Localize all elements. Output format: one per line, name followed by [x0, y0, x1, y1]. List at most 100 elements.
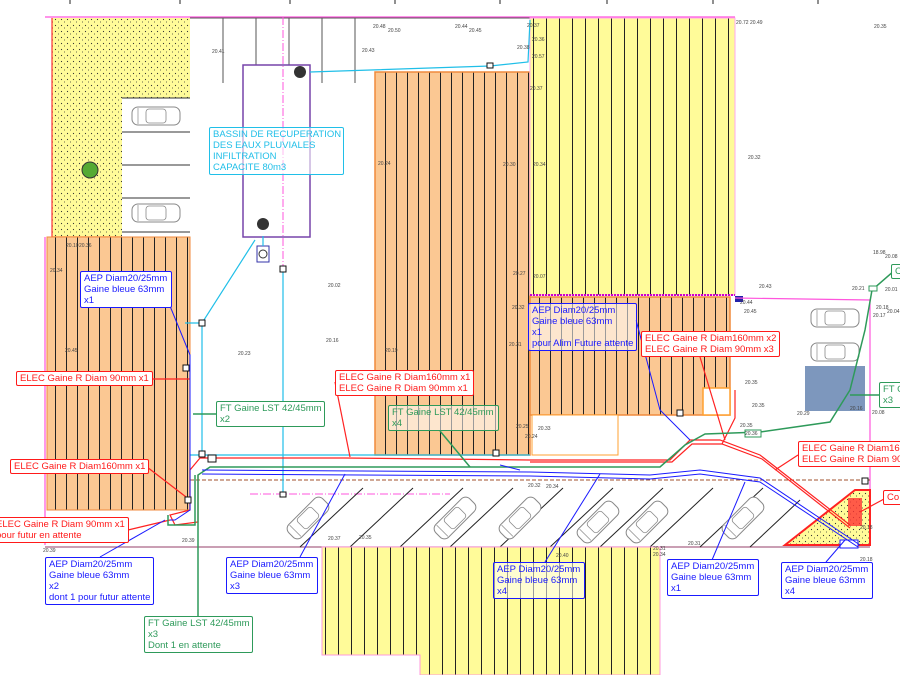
svg-text:20.31: 20.31: [688, 541, 701, 547]
svg-text:20.44: 20.44: [740, 300, 753, 306]
svg-text:20.32: 20.32: [748, 155, 761, 161]
svg-text:20.43: 20.43: [362, 48, 375, 54]
svg-text:20.31: 20.31: [653, 546, 666, 552]
svg-text:20.35: 20.35: [740, 423, 753, 429]
svg-text:20.27: 20.27: [513, 271, 526, 277]
svg-text:20.01: 20.01: [885, 287, 898, 293]
svg-text:20.04: 20.04: [887, 309, 900, 315]
svg-text:20.16: 20.16: [326, 338, 339, 344]
svg-text:20.34: 20.34: [533, 162, 546, 168]
network-nodes: [182, 62, 878, 504]
svg-text:20.30: 20.30: [503, 162, 516, 168]
manhole-icon: [294, 66, 306, 78]
svg-text:20.18: 20.18: [876, 305, 889, 311]
svg-text:20.57: 20.57: [532, 54, 545, 60]
svg-text:20.10: 20.10: [66, 243, 79, 249]
svg-text:20.37: 20.37: [328, 536, 341, 542]
svg-text:20.45: 20.45: [744, 309, 757, 315]
svg-text:20.40: 20.40: [556, 553, 569, 559]
ft-network: [167, 269, 896, 620]
svg-text:20.08: 20.08: [872, 410, 885, 416]
label-elec-left-90: ELEC Gaine R Diam 90mm x1: [16, 371, 153, 386]
svg-text:20.37: 20.37: [530, 86, 543, 92]
svg-text:20.18: 20.18: [860, 557, 873, 563]
svg-text:20.21: 20.21: [852, 286, 865, 292]
building-zone-center: [374, 71, 531, 456]
svg-text:20.36: 20.36: [532, 37, 545, 43]
svg-text:20.33: 20.33: [538, 426, 551, 432]
building-zone-bottom: [321, 546, 661, 675]
svg-text:20.43: 20.43: [759, 284, 772, 290]
parked-cars: [284, 494, 767, 546]
svg-text:20.34: 20.34: [50, 268, 63, 274]
svg-text:20.48: 20.48: [373, 24, 386, 30]
svg-text:20.44: 20.44: [455, 24, 468, 30]
svg-text:20.25: 20.25: [516, 424, 529, 430]
svg-text:20.24: 20.24: [525, 434, 538, 440]
svg-text:20.29: 20.29: [797, 411, 810, 417]
tree-icon: [81, 161, 99, 179]
label-elec-left-160: ELEC Gaine R Diam160mm x1: [10, 459, 150, 474]
car-icon: [131, 106, 181, 126]
grid-ticks: [69, 0, 819, 4]
svg-text:18.98: 18.98: [873, 250, 886, 256]
svg-text:20.39: 20.39: [43, 548, 56, 554]
svg-text:20.50: 20.50: [388, 28, 401, 34]
label-c-far-right: C: [891, 264, 900, 279]
svg-text:20.39: 20.39: [182, 538, 195, 544]
aep-network: [99, 305, 861, 563]
svg-text:20.17: 20.17: [873, 313, 886, 319]
svg-text:20.19: 20.19: [385, 348, 398, 354]
svg-text:20.02: 20.02: [328, 283, 341, 289]
svg-text:20.32: 20.32: [528, 483, 541, 489]
svg-text:20.45: 20.45: [469, 28, 482, 34]
parking-stall-lines: [299, 487, 801, 548]
svg-text:20.07: 20.07: [533, 274, 546, 280]
svg-text:20.45: 20.45: [65, 348, 78, 354]
svg-text:20.24: 20.24: [378, 161, 391, 167]
label-co-far-right: Co: [883, 490, 900, 505]
svg-text:20.32: 20.32: [512, 305, 525, 311]
svg-text:20.72: 20.72: [736, 20, 749, 26]
svg-text:20.16: 20.16: [850, 406, 863, 412]
label-ft-far-right: FT Gx3: [879, 382, 900, 408]
svg-text:20.36: 20.36: [745, 431, 758, 437]
building-zone-yellow: [529, 17, 736, 296]
car-icon: [810, 308, 860, 328]
eaux-pluviales-network: [185, 19, 531, 495]
svg-text:20.23: 20.23: [238, 351, 251, 357]
svg-text:20.18: 20.18: [860, 525, 873, 531]
spot-elevations: 20.48 20.50 20.44 20.45 20.41 20.43 20.3…: [43, 20, 900, 563]
svg-text:20.37: 20.37: [527, 23, 540, 29]
marker-square: [735, 296, 743, 302]
svg-text:20.35: 20.35: [874, 24, 887, 30]
svg-text:20.35: 20.35: [745, 380, 758, 386]
manhole-icon: [257, 218, 269, 230]
car-icon: [131, 203, 181, 223]
svg-text:20.38: 20.38: [517, 45, 530, 51]
svg-text:20.36: 20.36: [79, 243, 92, 249]
svg-text:20.41: 20.41: [212, 49, 225, 55]
svg-text:20.34: 20.34: [546, 484, 559, 490]
svg-text:20.31: 20.31: [509, 342, 522, 348]
svg-text:20.49: 20.49: [750, 20, 763, 26]
svg-text:20.08: 20.08: [885, 254, 898, 260]
svg-text:20.35: 20.35: [752, 403, 765, 409]
svg-text:20.34: 20.34: [653, 552, 666, 558]
car-icon: [810, 342, 860, 362]
svg-text:20.35: 20.35: [359, 535, 372, 541]
